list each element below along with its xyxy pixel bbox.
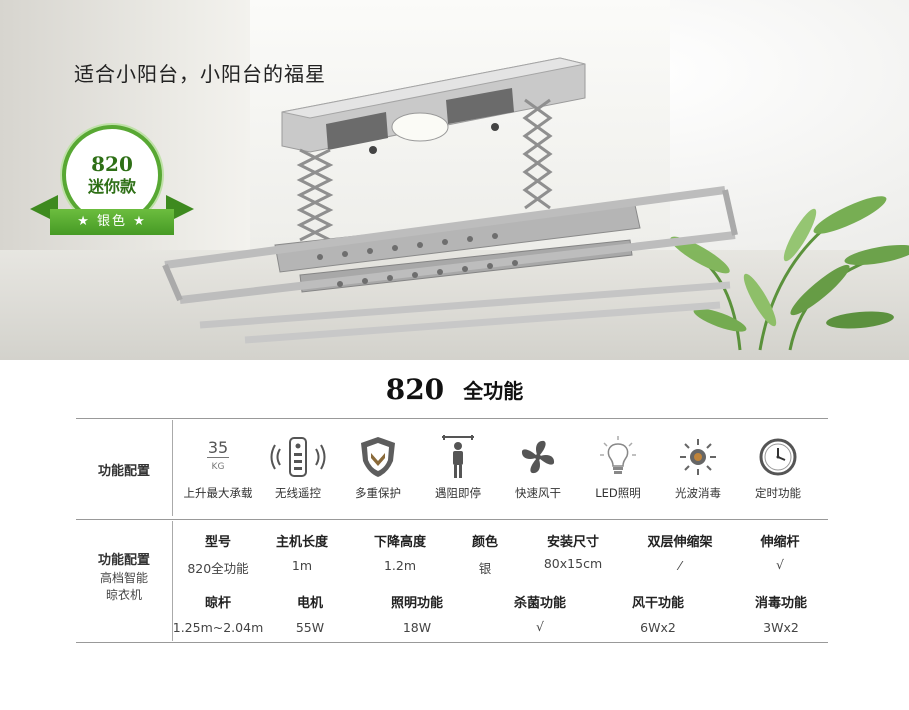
badge-circle: 820 迷你款 bbox=[62, 125, 162, 225]
spec-value: 18W bbox=[402, 620, 432, 635]
clock-icon bbox=[736, 433, 820, 481]
feature-item: LED照明 bbox=[576, 433, 660, 501]
badge-ribbon: ★ 银色 ★ bbox=[50, 209, 174, 235]
spec-value: 3Wx2 bbox=[763, 620, 799, 635]
sun-icon bbox=[656, 433, 740, 481]
feature-label: 定时功能 bbox=[755, 486, 801, 500]
model-badge: 820 迷你款 ★ 银色 ★ bbox=[30, 125, 194, 240]
spec-header: 照明功能 bbox=[390, 596, 443, 611]
feature-label: LED照明 bbox=[595, 486, 641, 500]
spec-header: 安装尺寸 bbox=[546, 535, 599, 550]
feature-list: 35 KG 上升最大承载 无线遥控 bbox=[176, 433, 826, 513]
fan-icon bbox=[496, 433, 580, 481]
spec-header: 颜色 bbox=[471, 535, 498, 550]
spec-value: 1.2m bbox=[383, 558, 417, 573]
feature-item: 35 KG 上升最大承载 bbox=[176, 433, 260, 501]
badge-number: 820 bbox=[91, 152, 133, 176]
spec-value: 银 bbox=[478, 561, 492, 576]
feature-item: 多重保护 bbox=[336, 433, 420, 501]
spec-header: 杀菌功能 bbox=[513, 596, 566, 611]
spec-header: 消毒功能 bbox=[754, 596, 807, 611]
weight-icon: 35 KG bbox=[176, 433, 260, 481]
title-text: 全功能 bbox=[463, 379, 524, 403]
spec-header: 型号 bbox=[204, 535, 231, 550]
spec-header: 下降高度 bbox=[373, 535, 426, 550]
feature-label: 无线遥控 bbox=[275, 486, 321, 500]
spec-value: √ bbox=[776, 557, 784, 572]
rack-main-unit bbox=[281, 57, 586, 154]
feature-label: 光波消毒 bbox=[675, 486, 721, 500]
load-divider bbox=[207, 456, 229, 458]
specs-label-sub2: 晾衣机 bbox=[105, 588, 142, 602]
spec-header: 电机 bbox=[296, 596, 323, 611]
spec-value: √ bbox=[536, 619, 544, 634]
feature-item: 遇阻即停 bbox=[416, 433, 500, 501]
clothes-rack-illustration bbox=[162, 57, 909, 351]
load-value: 35 bbox=[207, 437, 229, 457]
spec-header: 晾杆 bbox=[204, 596, 231, 611]
specs-label: 功能配置 高档智能 晾衣机 bbox=[76, 552, 172, 604]
spec-value: 80x15cm bbox=[543, 556, 603, 571]
remote-icon bbox=[256, 433, 340, 481]
features-label: 功能配置 bbox=[97, 464, 150, 479]
specs-label-sub1: 高档智能 bbox=[99, 571, 148, 585]
spec-title: 820 全功能 bbox=[0, 373, 909, 406]
feature-item: 定时功能 bbox=[736, 433, 820, 501]
hero-tagline: 适合小阳台，小阳台的福星 bbox=[74, 62, 326, 86]
spec-header: 双层伸缩架 bbox=[647, 535, 713, 550]
features-separator bbox=[172, 420, 173, 516]
feature-item: 光波消毒 bbox=[656, 433, 740, 501]
plant-illustration bbox=[670, 196, 909, 351]
badge-color: 银色 bbox=[96, 214, 127, 229]
spec-value: 6Wx2 bbox=[640, 620, 676, 635]
load-unit: KG bbox=[211, 461, 225, 472]
spec-header: 主机长度 bbox=[275, 535, 328, 550]
feature-item: 快速风干 bbox=[496, 433, 580, 501]
spec-value: 55W bbox=[295, 620, 325, 635]
badge-model: 迷你款 bbox=[87, 177, 136, 196]
ribbon-star-left: ★ bbox=[77, 214, 91, 229]
spec-value: 1m bbox=[291, 558, 313, 573]
ribbon-star-right: ★ bbox=[133, 214, 147, 229]
spec-value: ⁄ bbox=[678, 558, 682, 573]
spec-value: 820全功能 bbox=[187, 561, 249, 576]
feature-label: 遇阻即停 bbox=[435, 486, 481, 500]
title-number: 820 bbox=[385, 373, 445, 406]
hero-banner: 适合小阳台，小阳台的福星 820 迷你款 ★ 银色 ★ bbox=[0, 0, 909, 360]
person-stop-icon bbox=[416, 433, 500, 481]
scissor-arms bbox=[296, 98, 553, 242]
divider-top bbox=[76, 418, 828, 419]
feature-label: 快速风干 bbox=[515, 486, 561, 500]
spec-header: 伸缩杆 bbox=[760, 535, 800, 550]
feature-label: 多重保护 bbox=[355, 486, 401, 500]
rack-rods bbox=[162, 186, 738, 344]
feature-label: 上升最大承载 bbox=[183, 486, 253, 500]
spec-value: 1.25m~2.04m bbox=[172, 620, 264, 635]
divider-bottom bbox=[76, 642, 828, 643]
specs-label-main: 功能配置 bbox=[97, 553, 150, 568]
bulb-icon bbox=[576, 433, 660, 481]
specs-separator bbox=[172, 521, 173, 641]
spec-header: 风干功能 bbox=[631, 596, 684, 611]
divider-middle bbox=[76, 519, 828, 520]
shield-icon bbox=[336, 433, 420, 481]
feature-item: 无线遥控 bbox=[256, 433, 340, 501]
